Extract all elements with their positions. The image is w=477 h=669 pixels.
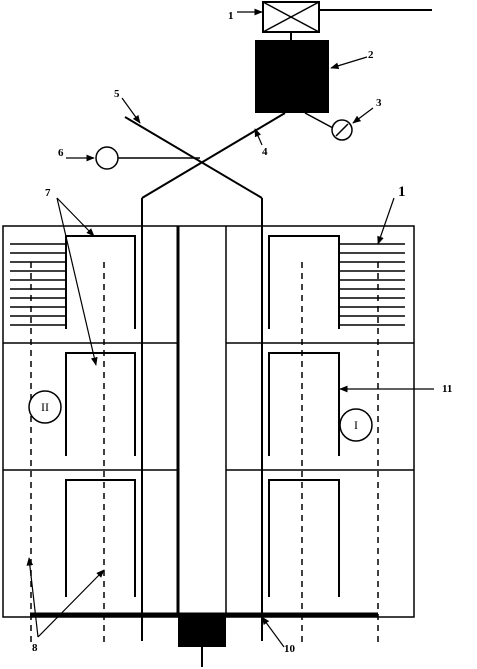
- gauge-3-icon: [331, 119, 353, 141]
- label-5: 5: [114, 88, 120, 100]
- valve-box: [262, 1, 320, 33]
- label-6: 6: [58, 147, 64, 159]
- heat-exchanger-left: [10, 243, 66, 326]
- black-block: [255, 40, 329, 113]
- label-4: 4: [262, 146, 268, 158]
- gauge-pipe: [304, 112, 334, 129]
- middle-right-frame: [268, 352, 340, 456]
- middle-left-frame: [65, 352, 136, 456]
- upper-left-frame: [65, 235, 136, 329]
- zone-circle-right: [339, 408, 373, 442]
- dashed-probes: [30, 262, 379, 645]
- zone-mark-right: I: [354, 418, 358, 432]
- label-1-top: 1: [228, 10, 234, 22]
- label-7: 7: [45, 187, 51, 199]
- heat-exchanger-right: [339, 243, 405, 326]
- meter-6-icon: [95, 146, 119, 170]
- upper-right-frame: [268, 235, 340, 329]
- zone-mark-left: II: [41, 400, 49, 414]
- label-11: 11: [442, 383, 452, 395]
- label-1-right: 1: [398, 184, 406, 200]
- label-8: 8: [32, 642, 38, 654]
- leader-arrows: [26, 8, 434, 648]
- bottom-left-frame: [65, 479, 136, 597]
- label-2: 2: [368, 49, 374, 61]
- zone-circle-left: [28, 390, 62, 424]
- label-3: 3: [376, 97, 382, 109]
- pipe-4: [141, 112, 286, 199]
- label-10: 10: [284, 643, 296, 655]
- bottom-right-frame: [268, 479, 340, 597]
- bottom-black-block: [178, 613, 226, 647]
